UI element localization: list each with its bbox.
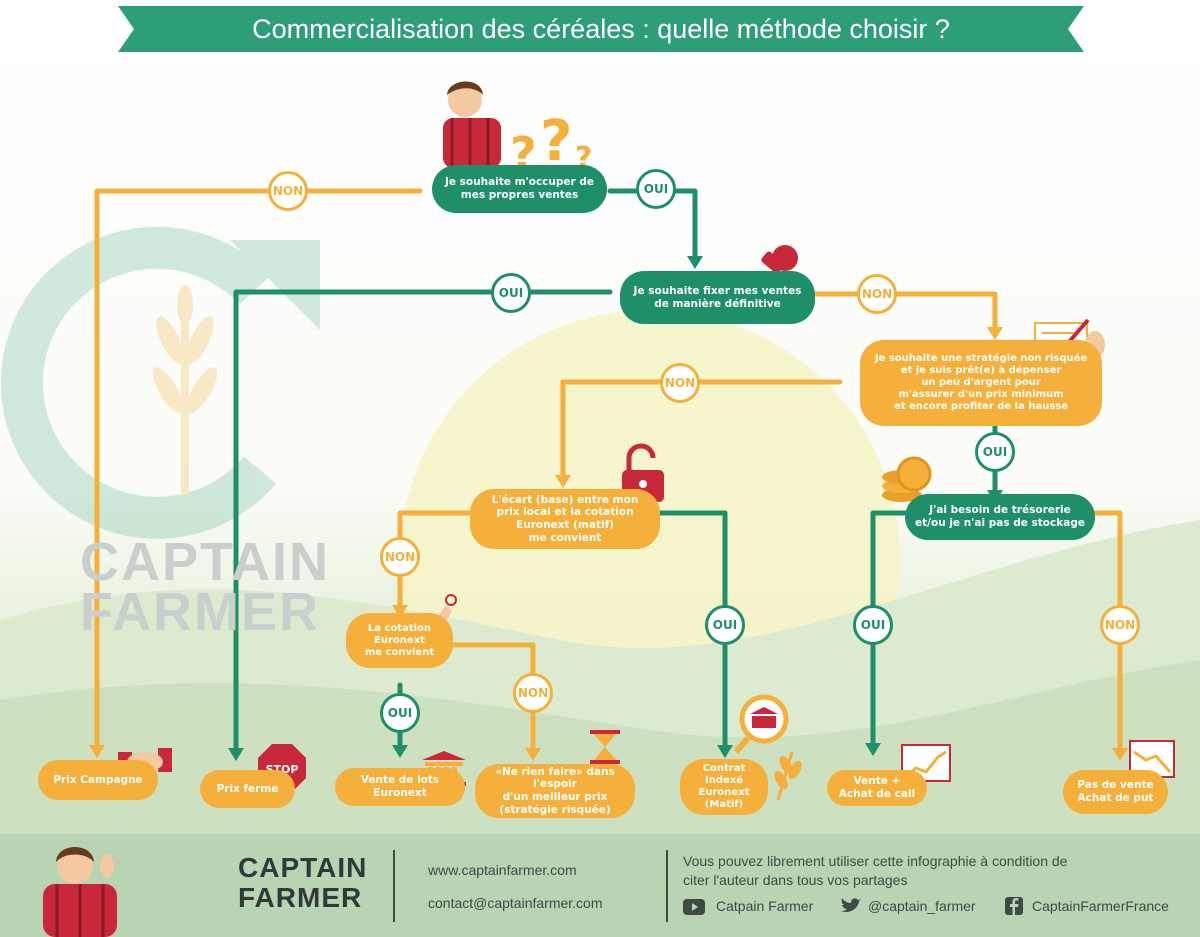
footer-facebook-link[interactable]: CaptainFarmerFrance — [1032, 898, 1169, 914]
youtube-icon[interactable] — [683, 899, 705, 915]
footer-usage-notice: Vous pouvez librement utiliser cette inf… — [683, 853, 1068, 888]
result-vente-achat-call: Vente + Achat de call — [827, 770, 927, 806]
badge-non: NON — [513, 673, 553, 713]
question-risk-free-strategy: Je souhaite une stratégie non risquée et… — [860, 340, 1102, 426]
logo-watermark-icon — [0, 226, 320, 539]
badge-oui: OUI — [491, 273, 531, 313]
result-prix-ferme: Prix ferme — [200, 770, 295, 808]
page-title: Commercialisation des céréales : quelle … — [252, 14, 950, 44]
badge-non: NON — [380, 537, 420, 577]
result-prix-campagne: Prix Campagne — [38, 760, 158, 800]
thinking-farmer-icon — [443, 81, 501, 168]
footer-divider — [666, 850, 668, 922]
footer-youtube-link[interactable]: Catpain Farmer — [716, 898, 814, 914]
farmer-thumbs-up-icon — [43, 847, 117, 937]
result-pas-de-vente-put: Pas de vente Achat de put — [1063, 770, 1168, 814]
footer-divider — [393, 850, 395, 922]
magnifier-bank-icon — [733, 694, 789, 754]
svg-text:?: ? — [540, 109, 572, 174]
watermark-line1: CAPTAIN — [80, 532, 330, 592]
badge-non: NON — [857, 274, 897, 314]
footer-brand-line1: CAPTAIN — [238, 852, 368, 883]
wheat-icon — [774, 751, 802, 801]
question-basis-spread: L'écart (base) entre mon prix local et l… — [470, 489, 660, 549]
badge-non: NON — [268, 171, 308, 211]
result-contrat-indexe: Contrat Indexé Euronext (Matif) — [680, 759, 768, 815]
question-euronext-price: La cotation Euronext me convient — [346, 613, 453, 668]
footer: CAPTAIN FARMER www.captainfarmer.com con… — [0, 834, 1200, 937]
footer-brand-line2: FARMER — [238, 882, 363, 913]
footer-twitter-link[interactable]: @captain_farmer — [868, 898, 976, 914]
title-banner — [118, 6, 1084, 52]
footer-email-link[interactable]: contact@captainfarmer.com — [428, 895, 603, 911]
twitter-icon[interactable] — [840, 897, 862, 915]
watermark-line2: FARMER — [80, 582, 320, 642]
badge-oui: OUI — [975, 432, 1015, 472]
coins-icon — [882, 456, 932, 502]
badge-oui: OUI — [636, 169, 676, 209]
question-cash-storage: J'ai besoin de trésorerie et/ou je n'ai … — [905, 494, 1095, 540]
badge-oui: OUI — [380, 693, 420, 733]
question-own-sales: Je souhaite m'occuper de mes propres ven… — [432, 165, 607, 213]
result-vente-lots-euronext: Vente de lots Euronext — [335, 768, 465, 806]
badge-non: NON — [660, 363, 700, 403]
badge-non: NON — [1100, 605, 1140, 645]
hourglass-icon — [590, 730, 620, 764]
badge-oui: OUI — [705, 605, 745, 645]
question-fix-sales: Je souhaite fixer mes ventes de manière … — [620, 271, 815, 324]
badge-oui: OUI — [853, 605, 893, 645]
facebook-icon[interactable] — [1005, 897, 1023, 915]
result-ne-rien-faire: «Ne rien faire» dans l'espoir d'un meill… — [475, 764, 635, 818]
footer-website-link[interactable]: www.captainfarmer.com — [428, 862, 577, 878]
